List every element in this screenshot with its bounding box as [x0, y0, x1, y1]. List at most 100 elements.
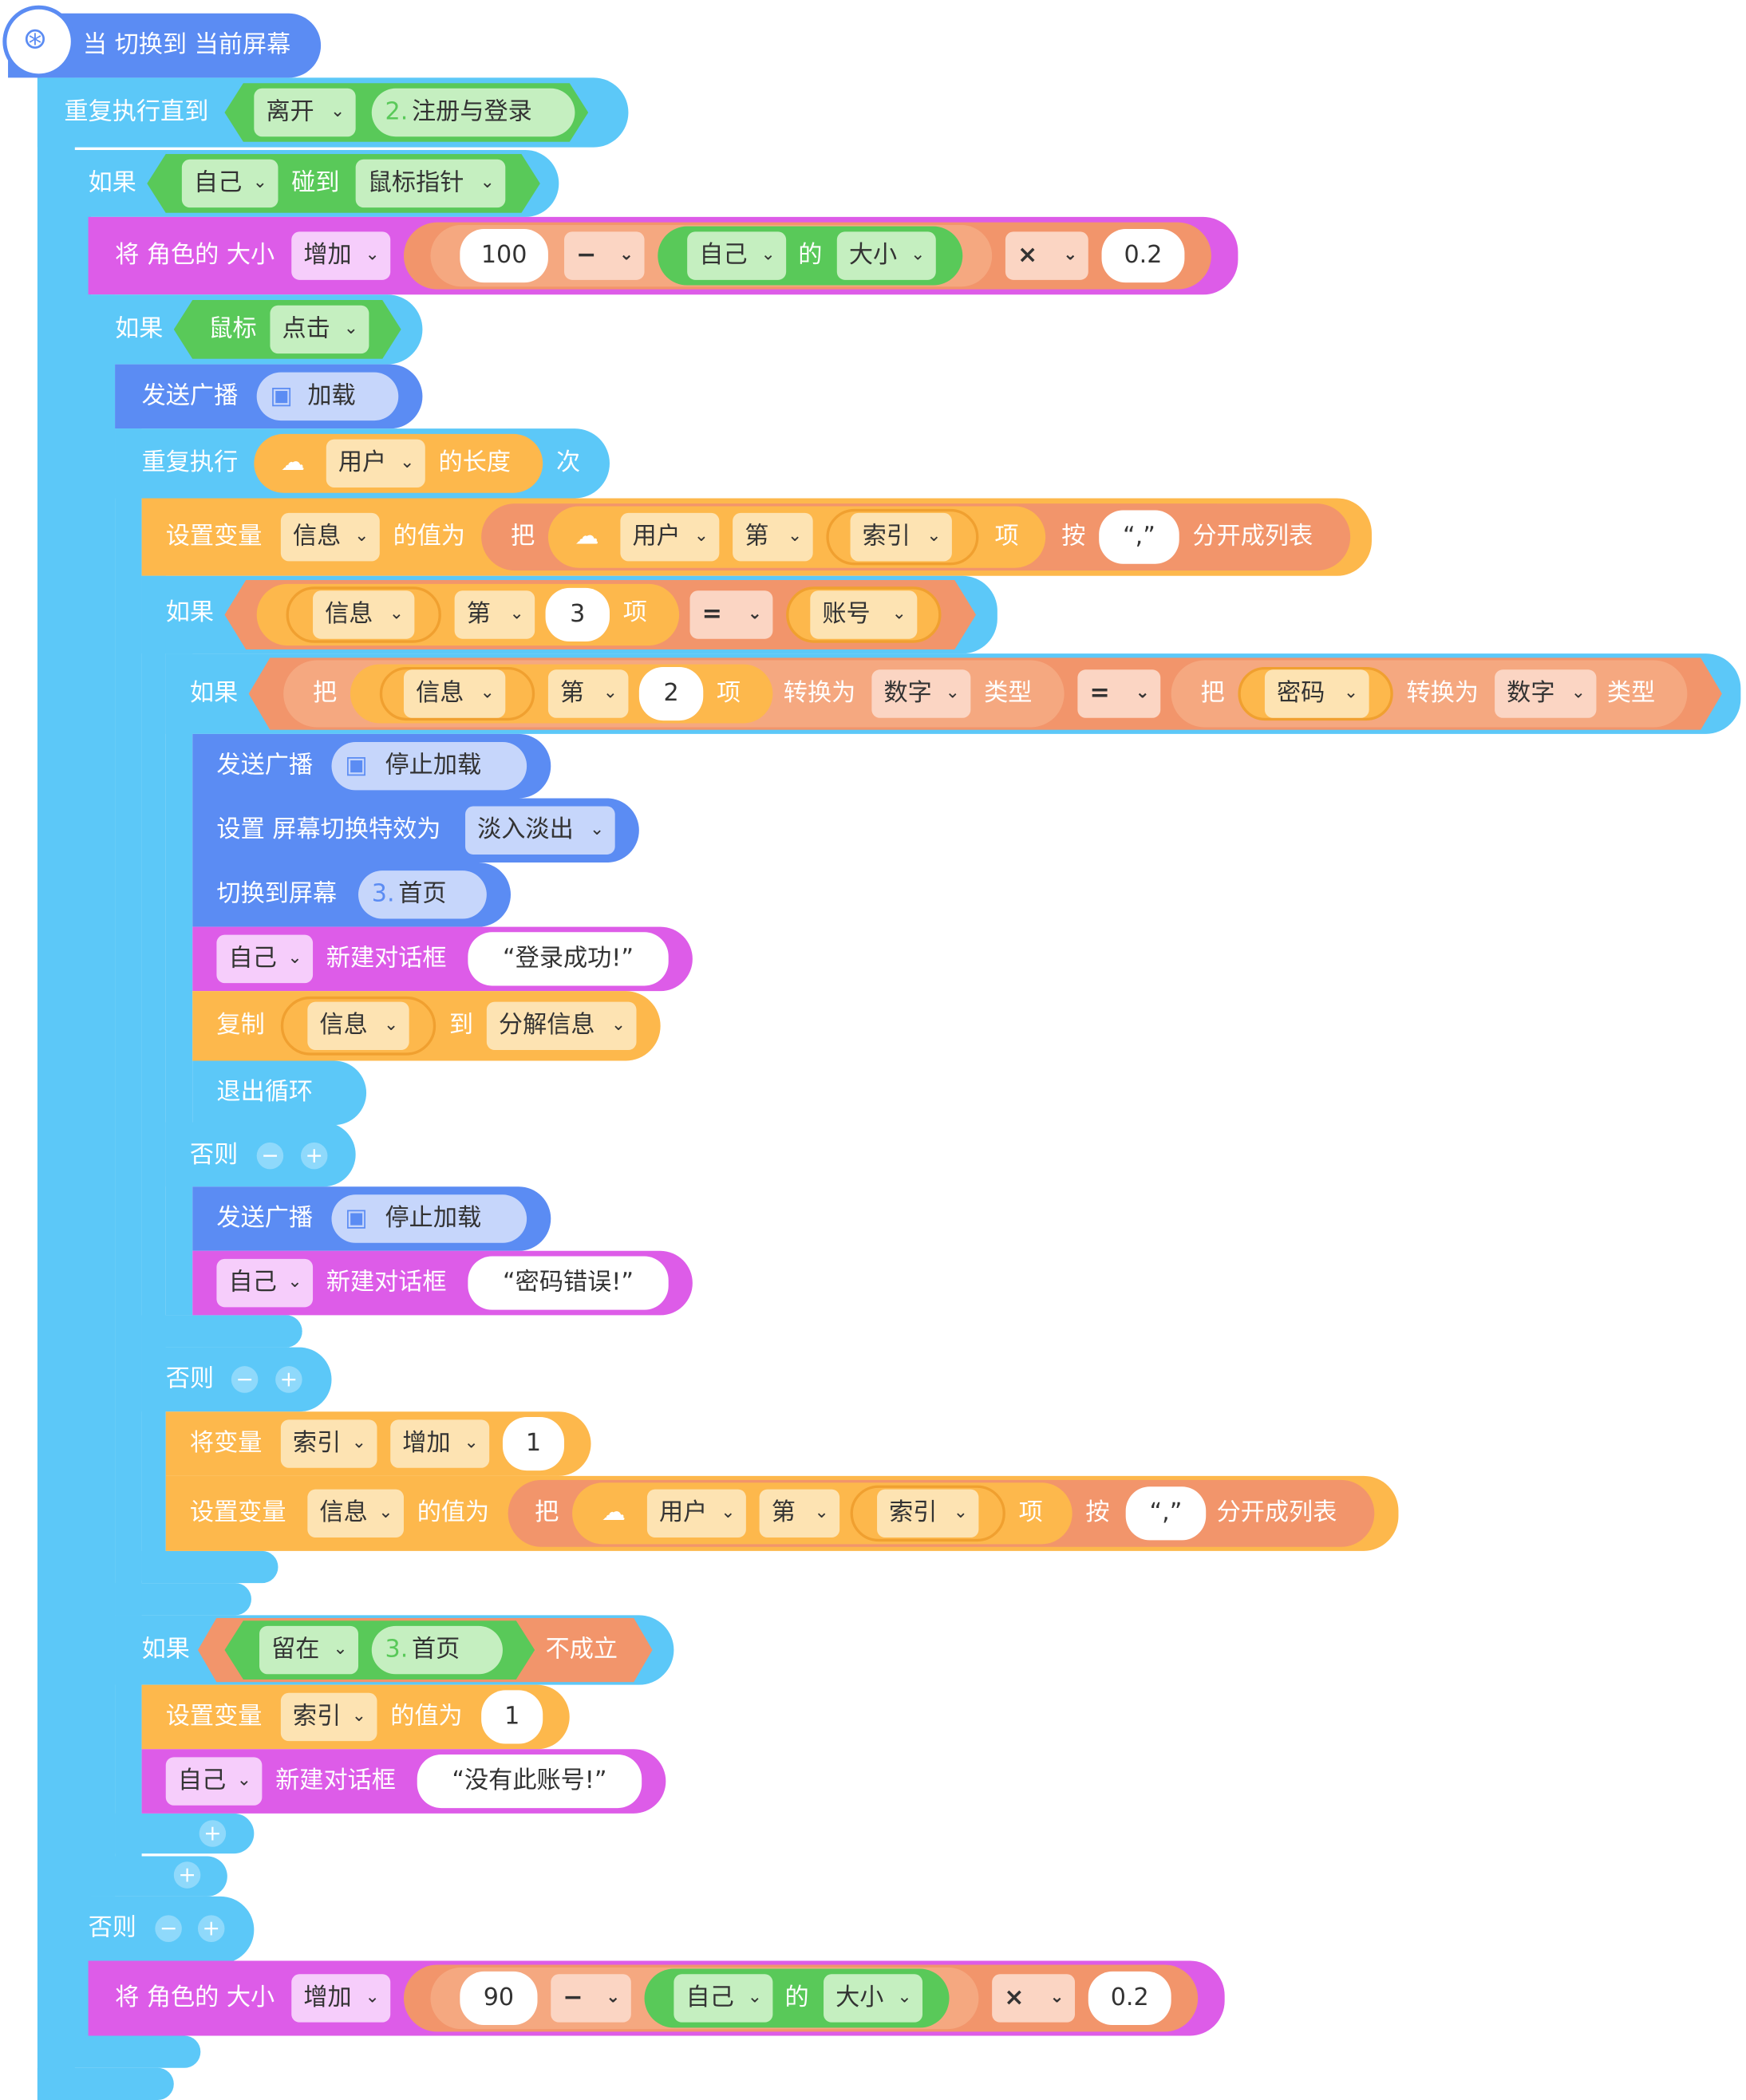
dialog-text-input[interactable]: “没有此账号!” [417, 1754, 642, 1809]
screen-event-icon: ⊛ [22, 22, 48, 57]
separator-input[interactable]: “,” [1125, 1486, 1207, 1541]
increase-dropdown[interactable]: 增加⌄ [390, 1419, 490, 1468]
number-input[interactable]: 0.2 [1101, 229, 1185, 283]
type-dropdown[interactable]: 数字⌄ [1495, 669, 1597, 718]
if3-body[interactable] [141, 575, 166, 1581]
size-dropdown[interactable]: 大小⌄ [836, 231, 936, 280]
separator-input[interactable]: “,” [1099, 510, 1179, 564]
target-variable-dropdown[interactable]: 分解信息⌄ [486, 1001, 637, 1051]
copy-label: 复制 [216, 1011, 265, 1040]
size-dropdown[interactable]: 大小⌄ [824, 1974, 923, 2023]
variable-label: 信息 [292, 522, 342, 551]
self-dropdown[interactable]: 自己⌄ [181, 159, 278, 208]
index-dropdown[interactable]: 索引⌄ [850, 512, 952, 562]
mouse-pointer-dropdown[interactable]: 鼠标指针⌄ [355, 159, 506, 208]
account-dropdown[interactable]: 账号⌄ [810, 590, 918, 639]
add-branch-icon[interactable]: + [199, 1820, 227, 1847]
minus-dropdown[interactable]: −⌄ [551, 1974, 631, 2023]
stay-dropdown[interactable]: 留在⌄ [259, 1625, 359, 1675]
add-branch-icon[interactable]: + [173, 1861, 201, 1889]
chevron-down-icon: ⌄ [590, 819, 605, 840]
increase-dropdown[interactable]: 增加⌄ [291, 1974, 391, 2023]
variable-dropdown[interactable]: 信息⌄ [307, 1001, 409, 1051]
number-input[interactable]: 0.2 [1088, 1971, 1171, 2026]
number-input[interactable]: 1 [502, 1416, 565, 1471]
if3-label: 如果 [165, 598, 215, 627]
increase-dropdown[interactable]: 增加⌄ [291, 231, 391, 280]
times-dropdown[interactable]: ×⌄ [1005, 231, 1088, 280]
chevron-down-icon: ⌄ [383, 1015, 399, 1036]
message-icon: ▣ [345, 1204, 368, 1233]
dialog-text-input[interactable]: “登录成功!” [468, 932, 669, 986]
screen-name: 首页 [412, 1635, 460, 1664]
self-dropdown[interactable]: 自己⌄ [674, 1974, 773, 2023]
message-dropdown[interactable] [256, 372, 399, 421]
screen-dropdown[interactable] [371, 88, 575, 137]
variable-dropdown[interactable]: 信息⌄ [307, 1489, 404, 1538]
chevron-down-icon: ⌄ [945, 683, 960, 704]
self-dropdown[interactable]: 自己⌄ [216, 934, 314, 984]
item-ordinal-dropdown[interactable]: 第⌄ [759, 1489, 840, 1538]
click-dropdown[interactable]: 点击⌄ [270, 305, 369, 354]
number-input[interactable]: 100 [460, 229, 548, 283]
number-input[interactable]: 3 [545, 587, 610, 642]
password-dropdown[interactable]: 密码⌄ [1264, 669, 1369, 718]
add-branch-icon[interactable]: + [275, 1366, 302, 1393]
index-dropdown[interactable]: 索引⌄ [280, 1692, 377, 1742]
type-dropdown[interactable]: 数字⌄ [871, 669, 971, 718]
break-loop-block[interactable] [192, 1060, 367, 1126]
item-ordinal-dropdown[interactable]: 第⌄ [733, 512, 813, 562]
variable-dropdown[interactable]: 信息⌄ [313, 590, 415, 639]
item-ordinal-dropdown[interactable]: 第⌄ [454, 590, 535, 639]
if1-body[interactable] [64, 150, 91, 2039]
remove-branch-icon[interactable]: − [231, 1366, 259, 1393]
message-dropdown[interactable] [331, 1194, 527, 1243]
user-list-dropdown[interactable]: 用户⌄ [646, 1489, 746, 1538]
times-dropdown[interactable]: ×⌄ [992, 1974, 1076, 2023]
equals-label: = [701, 600, 722, 629]
add-branch-icon[interactable]: + [300, 1142, 328, 1170]
dialog-text-input[interactable]: “密码错误!” [468, 1256, 669, 1310]
user-list-dropdown[interactable]: 用户⌄ [326, 439, 425, 488]
if5-footer [115, 1813, 255, 1854]
minus-dropdown[interactable]: −⌄ [564, 231, 645, 280]
click-label: 点击 [282, 314, 330, 343]
repeat-body[interactable] [115, 428, 142, 1616]
index-dropdown[interactable]: 索引⌄ [280, 1419, 377, 1468]
item-label: 项 [994, 522, 1019, 551]
self-dropdown[interactable]: 自己⌄ [687, 231, 787, 280]
times-label: 次 [555, 448, 581, 477]
user-list-label: 用户 [338, 448, 387, 477]
by-label: 按 [1085, 1498, 1110, 1527]
add-branch-icon[interactable]: + [197, 1915, 225, 1942]
self-dropdown[interactable]: 自己⌄ [216, 1258, 314, 1308]
chevron-down-icon: ⌄ [760, 245, 776, 266]
number-input[interactable]: 90 [460, 1971, 538, 2026]
equals-dropdown[interactable]: =⌄ [689, 590, 773, 639]
number-input[interactable]: 1 [481, 1690, 543, 1744]
screen-dropdown[interactable] [358, 870, 487, 919]
chevron-down-icon: ⌄ [891, 604, 907, 625]
self-dropdown[interactable]: 自己⌄ [165, 1757, 263, 1806]
remove-branch-icon[interactable]: − [256, 1142, 284, 1170]
repeat-until-footer [37, 2067, 174, 2100]
new-dialog-label: 新建对话框 [275, 1766, 396, 1795]
index-dropdown[interactable]: 索引⌄ [877, 1489, 979, 1538]
remove-branch-icon[interactable]: − [155, 1915, 182, 1942]
number-input[interactable]: 2 [638, 666, 704, 721]
equals-dropdown[interactable]: =⌄ [1077, 669, 1161, 718]
type-label: 数字 [1507, 679, 1555, 708]
effect-dropdown[interactable]: 淡入淡出⌄ [465, 806, 615, 855]
leave-dropdown[interactable]: 离开⌄ [254, 88, 356, 137]
variable-dropdown[interactable]: 信息⌄ [403, 669, 506, 718]
chevron-down-icon: ⌄ [953, 1502, 968, 1523]
message-dropdown[interactable] [331, 741, 527, 791]
item-ordinal-dropdown[interactable]: 第⌄ [547, 669, 629, 718]
chevron-down-icon: ⌄ [509, 604, 524, 625]
variable-dropdown[interactable]: 信息⌄ [280, 512, 380, 562]
if2-body[interactable] [88, 294, 116, 1897]
screen-dropdown[interactable] [371, 1625, 503, 1675]
if4-body[interactable] [165, 653, 193, 1316]
user-list-dropdown[interactable]: 用户⌄ [620, 512, 720, 562]
repeat-footer [115, 1583, 251, 1616]
